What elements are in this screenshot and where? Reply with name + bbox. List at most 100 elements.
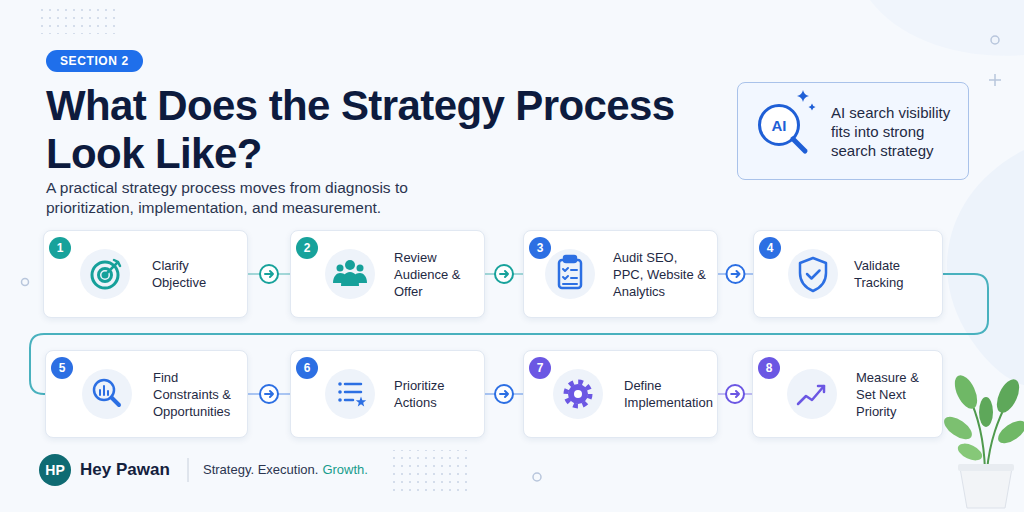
process-step: Audit SEO, PPC, Website & Analytics 3 xyxy=(523,230,718,318)
flow-connector xyxy=(248,265,290,283)
plant-illustration xyxy=(960,468,1012,508)
plant-illustration xyxy=(994,416,1024,447)
step-label: Audit SEO, PPC, Website & Analytics xyxy=(613,249,709,300)
arrow-circle xyxy=(260,385,278,403)
priority-list-icon xyxy=(338,390,342,394)
people-icon xyxy=(337,265,344,272)
flow-connector xyxy=(248,385,290,403)
ai-magnifier-circle: AI xyxy=(758,104,800,146)
shield-icon xyxy=(800,258,826,291)
target-icon xyxy=(99,269,112,282)
target-icon xyxy=(114,260,120,266)
step-number: 3 xyxy=(529,237,551,259)
analytics-magnifier-icon xyxy=(94,380,114,400)
step-number: 2 xyxy=(296,237,318,259)
deco-plus xyxy=(989,74,1001,86)
deco-circle xyxy=(22,279,29,286)
process-step: Review Audience & Offer 2 xyxy=(290,230,485,318)
footer-divider xyxy=(188,458,189,482)
connector-line xyxy=(718,273,753,275)
people-icon xyxy=(345,260,355,270)
process-step: Clarify Objective1 xyxy=(43,230,248,318)
clipboard-icon xyxy=(563,268,577,271)
step-number: 7 xyxy=(529,357,551,379)
icon-backgrounds xyxy=(80,249,130,299)
gear-icon xyxy=(566,382,590,406)
connector-line xyxy=(718,393,752,395)
clipboard-icon xyxy=(559,256,581,288)
connector-line xyxy=(485,393,523,395)
plant-illustration xyxy=(992,376,1024,416)
trend-icon xyxy=(798,386,824,404)
page-subtitle: A practical strategy process moves from … xyxy=(46,178,446,218)
gear-icon xyxy=(574,390,582,398)
step-label: Measure & Set Next Priority xyxy=(856,369,931,420)
connector-line xyxy=(485,273,523,275)
magnifier-handle xyxy=(793,139,805,151)
process-step: Measure & Set Next Priority 8 xyxy=(752,350,943,438)
deco-circle xyxy=(533,473,541,481)
ai-icon-text: AI xyxy=(772,117,787,134)
background-blob xyxy=(947,150,1024,385)
callout-box: AI search visibility fits into strong se… xyxy=(737,82,969,180)
gear-icon xyxy=(566,382,590,406)
target-icon xyxy=(92,262,118,288)
trend-icon xyxy=(798,386,824,404)
arrow-head xyxy=(732,271,740,277)
step-number: 5 xyxy=(51,357,73,379)
arrow-circle xyxy=(495,265,513,283)
trend-icon xyxy=(818,386,824,392)
step-label: Find Constraints & Opportunities xyxy=(153,369,241,420)
people-icon xyxy=(333,260,367,286)
arrow-circle xyxy=(727,265,745,283)
dot-grid xyxy=(388,450,468,492)
icon-backgrounds xyxy=(788,249,838,299)
priority-list-icon xyxy=(338,398,342,402)
gear-icon xyxy=(568,384,588,404)
arrow-circle xyxy=(260,265,278,283)
clipboard-icon xyxy=(563,283,577,285)
sparkle-icon xyxy=(809,104,816,111)
flow-connector xyxy=(485,265,523,283)
step-number: 6 xyxy=(296,357,318,379)
arrow-head xyxy=(731,391,739,397)
arrow-circle xyxy=(495,385,513,403)
target-icon xyxy=(105,262,118,275)
icon-backgrounds xyxy=(80,249,838,419)
icon-backgrounds xyxy=(325,249,375,299)
clipboard-icon xyxy=(564,256,576,262)
plant-illustration xyxy=(958,464,1014,471)
icon-backgrounds xyxy=(553,369,603,419)
step-number-text: 3 xyxy=(537,241,544,255)
shield-icon xyxy=(807,271,820,279)
arrow-head xyxy=(265,271,273,277)
priority-list-icon xyxy=(338,382,342,402)
people-icon xyxy=(333,273,346,283)
connector-line xyxy=(248,393,290,395)
analytics-magnifier-icon xyxy=(112,398,120,406)
clipboard-icon xyxy=(559,260,581,288)
connector-line xyxy=(248,273,290,275)
step-number: 8 xyxy=(758,357,780,379)
process-step: Prioritize Actions 6 xyxy=(290,350,485,438)
background-blob xyxy=(870,0,1024,56)
priority-list-icon xyxy=(338,382,342,386)
arrow-head xyxy=(265,391,273,397)
icon-backgrounds xyxy=(325,369,375,419)
analytics-magnifier-icon xyxy=(94,380,119,405)
deco-circle xyxy=(991,36,999,44)
clipboard-icon xyxy=(563,276,577,279)
step-label: Review Audience & Offer xyxy=(394,249,474,300)
step-label: Clarify Objective xyxy=(152,257,237,291)
step-number: 4 xyxy=(759,237,781,259)
plant-illustration xyxy=(955,440,984,464)
step-label: Validate Tracking xyxy=(854,257,929,291)
plant-illustration xyxy=(940,372,1024,508)
target-icon xyxy=(103,273,107,277)
step-label: Prioritize Actions xyxy=(394,377,474,411)
target-icon xyxy=(92,260,120,288)
process-step: Find Constraints & Opportunities 5 xyxy=(45,350,248,438)
sparkle-icon xyxy=(797,90,816,111)
step-number-text: 6 xyxy=(304,361,311,375)
